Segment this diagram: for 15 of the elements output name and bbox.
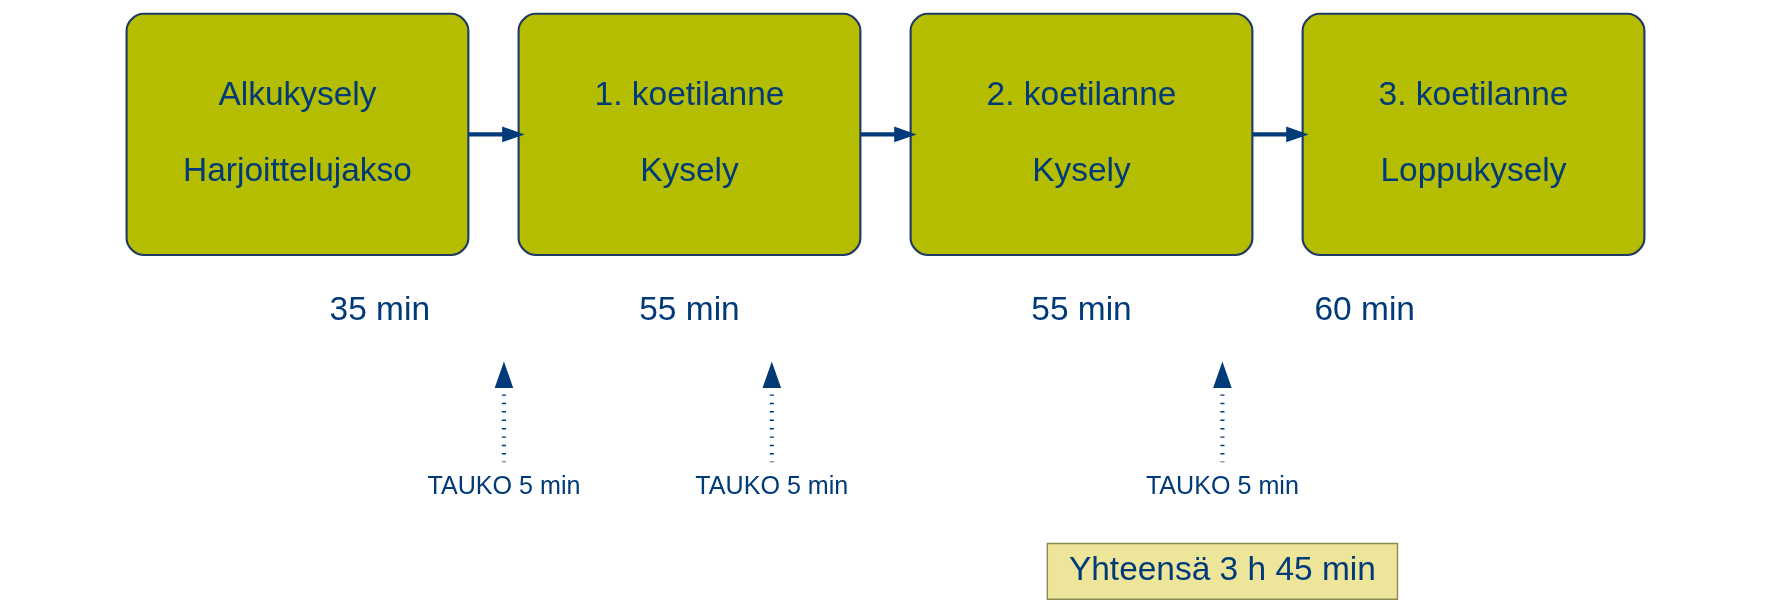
- node-label: 35 min: [329, 289, 431, 327]
- node-box: Alkukysely Harjoittelujakso: [125, 12, 470, 257]
- node-box: Yhteensä 3 h 45 min: [1046, 542, 1399, 600]
- node-text: TAUKO 5 min: [695, 470, 849, 499]
- node-text: TAUKO 5 min: [1145, 470, 1299, 499]
- node-label: 55 min: [1031, 289, 1132, 327]
- arrow: [468, 126, 525, 143]
- node-label: 60 min: [1314, 289, 1415, 327]
- node-text: TAUKO 5 min: [427, 470, 581, 499]
- node-label: 55 min: [639, 289, 740, 327]
- node-box: 3. koetilanne Loppukysely: [1301, 12, 1646, 257]
- arrow: [1252, 126, 1309, 143]
- arrow: [860, 126, 917, 143]
- node-box: 2. koetilanne Kysely: [909, 12, 1254, 257]
- node-box: 1. koetilanne Kysely: [517, 12, 862, 257]
